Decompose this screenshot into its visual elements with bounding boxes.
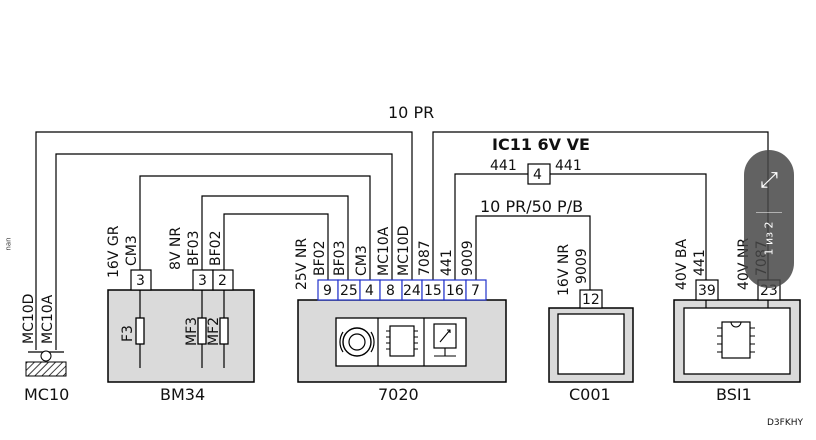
c7020-wire: BF03 bbox=[332, 241, 348, 276]
fuse-icon bbox=[219, 317, 229, 345]
c7020-wire: 441 bbox=[439, 249, 455, 276]
parking-brake-icon bbox=[342, 327, 372, 357]
bm34-wire-cm3: CM3 bbox=[124, 235, 140, 266]
c001-name: C001 bbox=[569, 385, 611, 404]
top-wire-label: 10 PR bbox=[388, 103, 434, 122]
bm34-fuse-label: F3 bbox=[120, 325, 136, 342]
c7020-name: 7020 bbox=[378, 385, 419, 404]
c7020-wire: BF02 bbox=[312, 241, 328, 276]
c7020-wire: MC10D bbox=[396, 226, 412, 276]
c001-pin-box bbox=[579, 289, 603, 309]
bm34-fuse-label: MF3 bbox=[184, 317, 200, 346]
c7020-pin: 4 bbox=[365, 283, 374, 299]
c7020-pin: 24 bbox=[403, 283, 421, 299]
bsi1-pin: 39 bbox=[698, 283, 716, 299]
bm34-pin: 3 bbox=[198, 273, 207, 289]
c7020-pin: 8 bbox=[386, 283, 395, 299]
wire-cm3 bbox=[139, 175, 371, 280]
c001-wire: 9009 bbox=[574, 248, 590, 284]
wire-441-left-label: 441 bbox=[490, 158, 517, 174]
expand-arrows-icon[interactable]: ⤢ bbox=[760, 168, 778, 193]
chip-icon bbox=[721, 321, 751, 359]
mc10-name: MC10 bbox=[24, 385, 69, 404]
bm34-connector-b: 8V NR bbox=[168, 227, 184, 270]
wire-bf03 bbox=[201, 195, 349, 280]
c7020-pin: 7 bbox=[471, 283, 480, 299]
chip-icon bbox=[389, 325, 415, 357]
reference-code: D3FKHY bbox=[767, 418, 804, 428]
bm34-pin-box bbox=[212, 269, 234, 291]
bm34-connector-a: 16V GR bbox=[106, 225, 122, 278]
zoom-widget[interactable]: ⤢ 1 из 2 bbox=[744, 150, 794, 288]
c7020-component: 9 25 4 8 24 15 16 7 7020 25V NR BF02 BF0… bbox=[294, 226, 507, 404]
bsi1-pin-box bbox=[695, 279, 719, 301]
c001-pin: 12 bbox=[582, 292, 600, 308]
c7020-pin: 25 bbox=[340, 283, 358, 299]
wire-10pr50-label: 10 PR/50 P/B bbox=[480, 197, 583, 216]
bm34-pin: 2 bbox=[218, 273, 227, 289]
wire-bf02 bbox=[223, 213, 329, 280]
c7020-wire: 7087 bbox=[417, 240, 433, 276]
c7020-connector: 25V NR bbox=[294, 238, 310, 290]
mc10-wire-2: MC10A bbox=[40, 294, 56, 344]
fuse-icon bbox=[197, 317, 207, 345]
ic11-label: IC11 6V VE bbox=[492, 135, 590, 154]
bsi1-connector-a: 40V BA bbox=[674, 239, 690, 290]
wire-9009 bbox=[475, 215, 591, 290]
wire-mc10a bbox=[55, 153, 393, 350]
c001-component: 12 16V NR 9009 C001 bbox=[548, 244, 634, 404]
connector-4-label: 4 bbox=[533, 167, 542, 183]
c7020-pin: 16 bbox=[446, 283, 464, 299]
c7020-pin-box bbox=[465, 279, 487, 301]
c001-inner bbox=[557, 313, 625, 375]
bm34-fuse-label: MF2 bbox=[206, 317, 222, 346]
bm34-body bbox=[107, 289, 255, 383]
bm34-wire-bf03: BF03 bbox=[186, 231, 202, 266]
c001-connector: 16V NR bbox=[556, 244, 572, 296]
mc10-wire-1: MC10D bbox=[21, 294, 37, 344]
side-mark: nan bbox=[4, 237, 13, 251]
bm34-name: BM34 bbox=[160, 385, 205, 404]
bm34-pin: 3 bbox=[136, 273, 145, 289]
c7020-wire: CM3 bbox=[354, 245, 370, 276]
wire-441-right-label: 441 bbox=[555, 158, 582, 174]
bm34-pin-box bbox=[130, 269, 152, 291]
c7020-pin: 15 bbox=[424, 283, 442, 299]
fuse-icon bbox=[135, 317, 145, 345]
c7020-wire: 9009 bbox=[460, 240, 476, 276]
bsi1-wire-a: 441 bbox=[692, 249, 708, 276]
wire-441 bbox=[454, 173, 707, 280]
bm34-component: 3 3 2 F3 MF3 MF2 16V GR CM3 8V NR BF03 B… bbox=[106, 225, 255, 404]
bm34-wire-bf02: BF02 bbox=[208, 231, 224, 266]
bsi1-name: BSI1 bbox=[716, 385, 752, 404]
c7020-wire: MC10A bbox=[376, 226, 392, 276]
mc10-component: MC10D MC10A MC10 bbox=[21, 294, 69, 404]
wire-mc10d bbox=[35, 131, 413, 350]
c7020-pin: 9 bbox=[323, 283, 332, 299]
page-indicator: 1 из 2 bbox=[762, 221, 776, 256]
connector-4-box bbox=[527, 163, 551, 185]
